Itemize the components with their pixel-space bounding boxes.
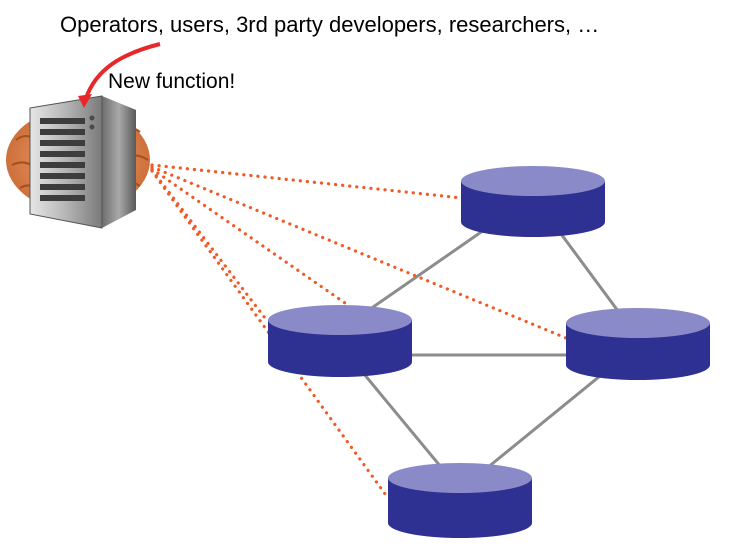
- audience-caption: Operators, users, 3rd party developers, …: [60, 12, 600, 37]
- arrow-icon: [78, 42, 161, 108]
- control-link-top: [150, 163, 464, 200]
- control-links: [150, 163, 568, 500]
- switch-bottom: [388, 463, 532, 538]
- switch-right: [566, 308, 710, 380]
- network-switch-icon: [268, 320, 412, 377]
- switch-top: [461, 166, 605, 237]
- new-function-label: New function!: [108, 70, 236, 93]
- switch-left: [268, 305, 412, 377]
- server-tower-icon: [29, 95, 136, 229]
- network-switch-icon: [566, 323, 710, 380]
- network-switch-icon: [388, 478, 532, 538]
- network-switch-icon: [461, 181, 605, 237]
